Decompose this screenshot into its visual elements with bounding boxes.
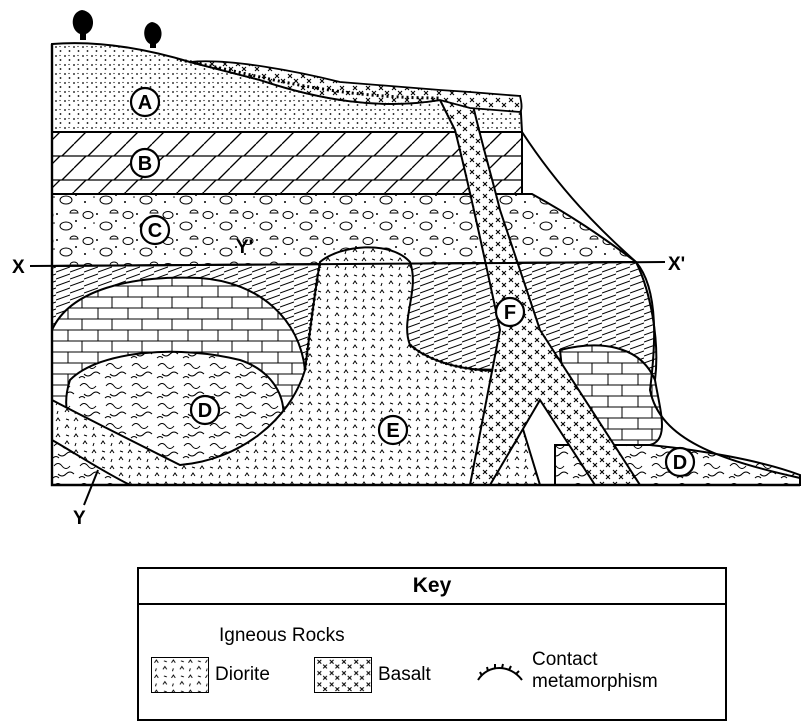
contact-label: Contact metamorphism	[532, 649, 658, 693]
marker-y-prime: Y'	[236, 237, 253, 258]
key-item-diorite-label: Diorite	[215, 664, 270, 686]
marker-x: X	[12, 257, 25, 278]
key-item-contact: Contact metamorphism	[474, 649, 658, 693]
key-item-basalt-label: Basalt	[378, 664, 431, 686]
region-label-d-right: D	[666, 448, 694, 476]
svg-text:C: C	[148, 220, 162, 242]
svg-text:B: B	[138, 153, 152, 175]
geologic-cross-section: X X' Y Y' A B C D D E F	[0, 0, 804, 530]
region-label-b: B	[131, 149, 159, 177]
contact-label-line1: Contact	[532, 649, 658, 671]
key-legend: Key Igneous Rocks Diorite Basalt Contact…	[137, 567, 727, 721]
region-label-c: C	[141, 216, 169, 244]
key-item-basalt: Basalt	[314, 657, 431, 693]
marker-y: Y	[73, 508, 86, 529]
region-label-d-left: D	[191, 396, 219, 424]
key-title: Key	[139, 569, 725, 605]
svg-text:A: A	[138, 92, 152, 114]
contact-label-line2: metamorphism	[532, 671, 658, 693]
region-label-a: A	[131, 88, 159, 116]
tree-icon	[73, 10, 162, 48]
diorite-swatch-icon	[151, 657, 209, 693]
region-label-e: E	[379, 416, 407, 444]
contact-metamorphism-icon	[474, 656, 526, 686]
svg-text:D: D	[198, 400, 212, 422]
svg-text:F: F	[504, 302, 516, 324]
region-label-f: F	[496, 298, 524, 326]
key-item-diorite: Diorite	[151, 657, 270, 693]
layer-b-limestone	[52, 132, 522, 194]
basalt-swatch-icon	[314, 657, 372, 693]
key-subtitle: Igneous Rocks	[219, 625, 345, 647]
svg-text:E: E	[386, 420, 399, 442]
marker-x-prime: X'	[668, 254, 685, 275]
svg-text:D: D	[673, 452, 687, 474]
